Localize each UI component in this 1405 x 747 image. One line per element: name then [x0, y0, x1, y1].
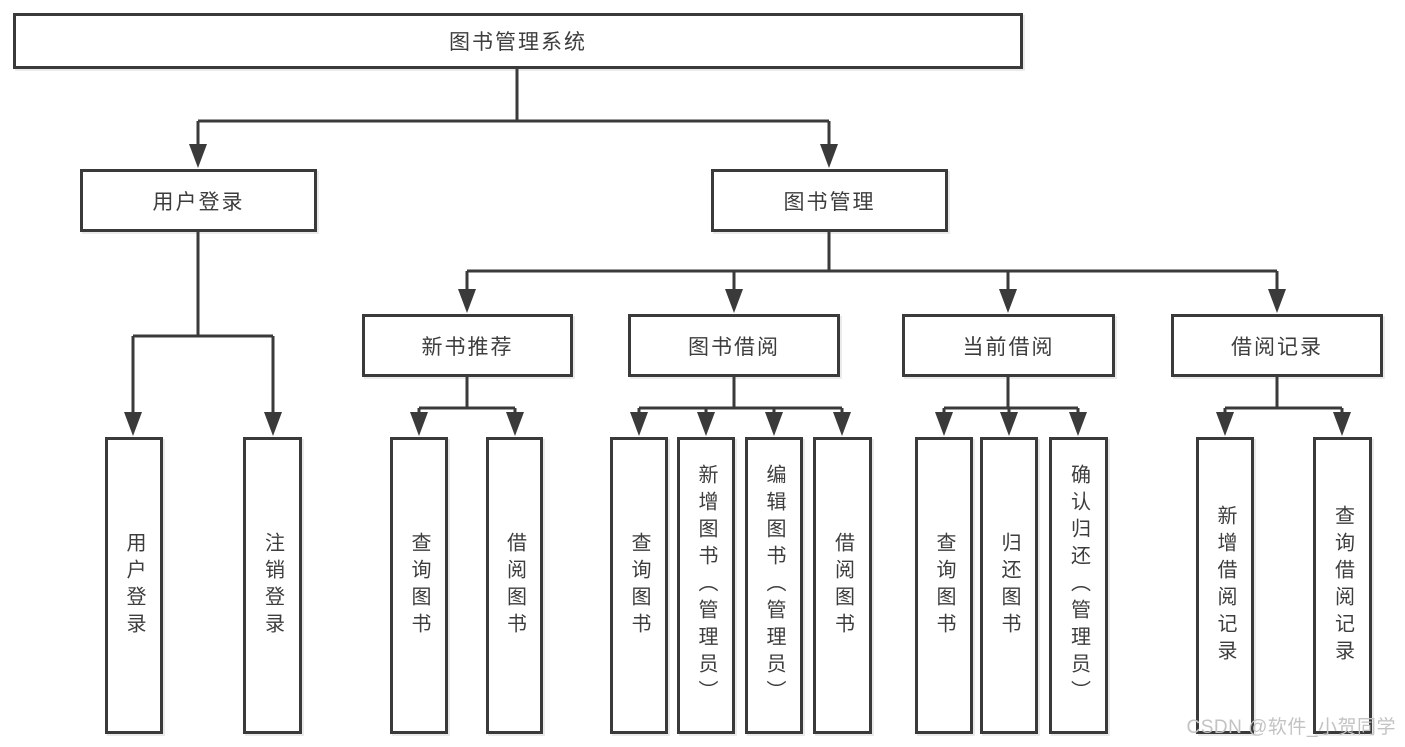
leaf-box-user-login: 用户登录 — [105, 437, 163, 734]
node-box-current-borrow: 当前借阅 — [902, 314, 1115, 377]
arrowhead-icon — [124, 412, 142, 436]
arrowhead-icon — [820, 144, 838, 168]
arrowhead-icon — [725, 289, 743, 313]
arrowhead-icon — [630, 412, 648, 436]
leaf-label-query-books-recommend: 查询图书 — [408, 531, 430, 640]
node-label-borrow-record: 借阅记录 — [1231, 335, 1323, 359]
connector-book-management-children — [458, 231, 1286, 313]
leaf-box-return-book: 归还图书 — [980, 437, 1038, 734]
leaf-box-add-book-admin: 新增图书（管理员） — [677, 437, 735, 734]
arrowhead-icon — [410, 412, 428, 436]
arrowhead-icon — [697, 412, 715, 436]
csdn-watermark: CSDN @软件_小贺同学 — [1186, 717, 1396, 738]
node-box-book-borrow: 图书借阅 — [628, 314, 840, 377]
node-box-system: 图书管理系统 — [13, 13, 1023, 69]
arrowhead-icon — [506, 412, 524, 436]
connector-root-to-level2 — [189, 68, 838, 168]
arrowhead-icon — [1268, 289, 1286, 313]
connector-new-book-children — [410, 376, 524, 436]
node-box-borrow-record: 借阅记录 — [1171, 314, 1383, 377]
connector-user-login-children — [124, 231, 282, 436]
leaf-label-add-borrow-record: 新增借阅记录 — [1214, 504, 1236, 667]
leaf-label-confirm-return-admin: 确认归还（管理员） — [1067, 464, 1090, 707]
leaf-label-logout: 注销登录 — [261, 531, 284, 640]
leaf-box-borrow-books: 借阅图书 — [813, 437, 872, 734]
leaf-box-confirm-return-admin: 确认归还（管理员） — [1049, 437, 1108, 734]
arrowhead-icon — [264, 412, 282, 436]
leaf-box-logout: 注销登录 — [243, 437, 302, 734]
leaf-box-query-books-recommend: 查询图书 — [390, 437, 448, 734]
leaf-label-return-book: 归还图书 — [998, 531, 1020, 640]
arrowhead-icon — [1216, 412, 1234, 436]
node-box-new-book-recommend: 新书推荐 — [362, 314, 573, 377]
arrowhead-icon — [1069, 412, 1087, 436]
leaf-label-edit-book-admin: 编辑图书（管理员） — [763, 464, 785, 707]
arrowhead-icon — [1333, 412, 1351, 436]
leaf-box-query-borrow-record: 查询借阅记录 — [1313, 437, 1372, 734]
connector-book-borrow-children — [630, 376, 851, 436]
arrowhead-icon — [935, 412, 953, 436]
arrowhead-icon — [833, 412, 851, 436]
leaf-box-borrow-books-recommend: 借阅图书 — [486, 437, 543, 734]
leaf-label-add-book-admin: 新增图书（管理员） — [695, 464, 717, 707]
arrowhead-icon — [189, 144, 207, 168]
node-label-book-management: 图书管理 — [783, 190, 876, 214]
leaf-box-query-books-current: 查询图书 — [915, 437, 973, 734]
leaf-label-query-books-current: 查询图书 — [933, 531, 955, 640]
node-label-user-login: 用户登录 — [152, 190, 245, 214]
leaf-label-query-borrow-record: 查询借阅记录 — [1331, 504, 1354, 667]
leaf-label-user-login: 用户登录 — [123, 531, 145, 640]
leaf-box-add-borrow-record: 新增借阅记录 — [1196, 437, 1254, 734]
leaf-label-borrow-books-recommend: 借阅图书 — [503, 531, 526, 640]
arrowhead-icon — [458, 289, 476, 313]
leaf-box-query-books-borrow: 查询图书 — [610, 437, 668, 734]
connector-current-borrow-children — [935, 376, 1087, 436]
node-label-current-borrow: 当前借阅 — [962, 335, 1055, 359]
node-box-user-login: 用户登录 — [80, 169, 317, 232]
leaf-label-query-books-borrow: 查询图书 — [628, 531, 650, 640]
connector-borrow-record-children — [1216, 376, 1351, 436]
node-label-system: 图书管理系统 — [449, 31, 587, 54]
arrowhead-icon — [765, 412, 783, 436]
node-label-book-borrow: 图书借阅 — [688, 335, 780, 359]
arrowhead-icon — [999, 289, 1017, 313]
arrowhead-icon — [1000, 412, 1018, 436]
leaf-box-edit-book-admin: 编辑图书（管理员） — [745, 437, 803, 734]
node-label-new-book-recommend: 新书推荐 — [421, 335, 514, 359]
leaf-label-borrow-books: 借阅图书 — [831, 531, 854, 640]
node-box-book-management: 图书管理 — [711, 169, 948, 232]
